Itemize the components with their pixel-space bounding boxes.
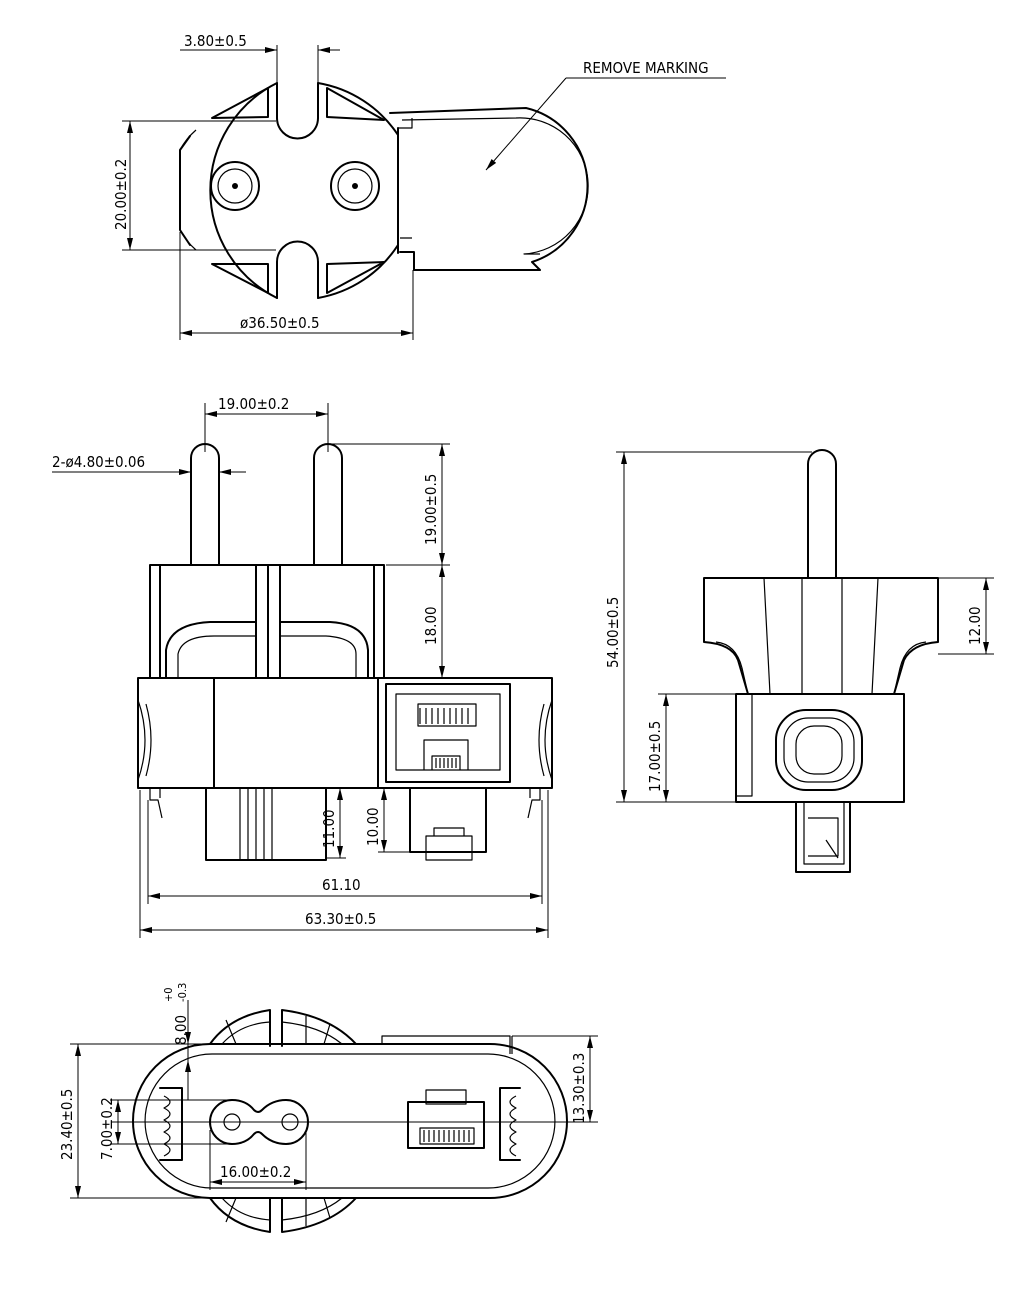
- dim-diameter: ø36.50±0.5: [240, 314, 320, 332]
- side-body: [735, 693, 905, 803]
- bottom-view: 8.00 +0 -0.3 23.40±0.5 7.00±0.2 16.00±0.…: [58, 983, 598, 1233]
- note-remove-marking: REMOVE MARKING: [583, 59, 709, 77]
- dim-slot-width: 3.80±0.5: [184, 32, 247, 50]
- dim-pin-pitch: 19.00±0.2: [218, 395, 289, 413]
- c8-socket-bottom: [209, 1099, 309, 1145]
- dim-rj45-depth: 10.00: [364, 807, 382, 846]
- dim-top-offset-tol-upper: +0: [162, 987, 175, 1002]
- side-socket: [775, 709, 863, 791]
- pin-left-end: [210, 161, 260, 211]
- dim-overall-width: 63.30±0.5: [305, 910, 376, 928]
- adapter-body: [137, 677, 553, 789]
- plug-face-outline: [209, 82, 399, 299]
- rj45-latch-front: [409, 787, 487, 853]
- dim-top-offset-tol-lower: -0.3: [176, 983, 189, 1002]
- dim-pin-spacing-v: 20.00±0.2: [112, 159, 130, 230]
- c8-socket-front: [205, 787, 327, 861]
- top-view: 3.80±0.5 20.00±0.2 ø36.50±0.5 REMOVE MAR…: [112, 32, 726, 340]
- dim-pin-diameter: 2-ø4.80±0.06: [52, 453, 145, 471]
- rj45-port-front: [385, 683, 511, 783]
- dim-top-offset: 8.00: [172, 1015, 190, 1045]
- pin-right: [313, 443, 343, 566]
- dim-overall-depth: 23.40±0.5: [58, 1089, 76, 1160]
- rj45-port-bottom: [407, 1101, 485, 1149]
- dim-socket-depth: 11.00: [320, 809, 338, 848]
- dim-overall-height: 54.00±0.5: [604, 597, 622, 668]
- pin-right-end: [330, 161, 380, 211]
- dim-body-height: 18.00: [422, 606, 440, 645]
- pin-left: [190, 443, 220, 566]
- dim-pin-length: 19.00±0.5: [422, 474, 440, 545]
- dim-right-height: 13.30±0.3: [570, 1053, 588, 1124]
- dim-lower-height: 17.00±0.5: [646, 721, 664, 792]
- front-view: 19.00±0.2 2-ø4.80±0.06 19.00±0.5 18.00 1…: [52, 395, 553, 938]
- dim-inner-width: 61.10: [322, 876, 361, 894]
- dim-flange-height: 12.00: [966, 606, 984, 645]
- housing-top: [389, 107, 589, 271]
- side-pin: [807, 449, 837, 579]
- dim-socket-height: 7.00±0.2: [98, 1097, 116, 1160]
- bottom-housing: [132, 1043, 568, 1199]
- side-flange: [703, 577, 939, 695]
- dim-socket-pitch: 16.00±0.2: [220, 1163, 291, 1181]
- side-view: 54.00±0.5 12.00 17.00±0.5: [604, 449, 994, 873]
